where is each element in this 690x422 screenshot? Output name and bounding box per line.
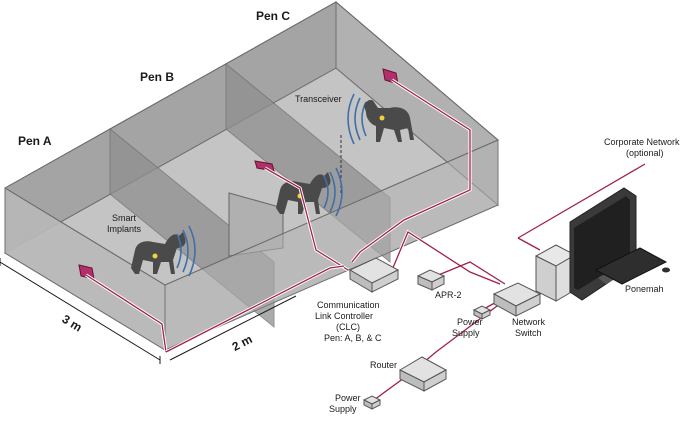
- cable-apr-switch: [435, 261, 506, 285]
- keyboard-icon: [594, 247, 668, 285]
- pen-b-label: Pen B: [140, 70, 174, 84]
- cable-pen-a: [85, 274, 167, 353]
- clc-label-3: (CLC): [336, 322, 360, 332]
- signal-waves-icon: [176, 225, 196, 277]
- signal-waves-icon: [323, 167, 343, 217]
- dog-pen-c: [347, 93, 414, 145]
- cable-ps2: [373, 377, 405, 401]
- pen-enclosure: [4, 0, 499, 351]
- smart-implant-dot: [379, 115, 385, 121]
- clc-label-1: Communication: [317, 300, 380, 310]
- dimension-2m: [169, 295, 297, 361]
- power-supply-2-device: [362, 395, 382, 410]
- network-switch-label-1: Network: [512, 317, 546, 327]
- cable-pen-b: [264, 167, 349, 271]
- ponemah-label: Ponemah: [625, 284, 664, 294]
- cable-clc-switch: [391, 231, 501, 285]
- pen-c-label: Pen C: [256, 9, 290, 23]
- apr-2-label: APR-2: [435, 290, 462, 300]
- smart-implants-label-2: Implants: [107, 224, 142, 234]
- corporate-network-label-1: Corporate Network: [604, 137, 680, 147]
- dog-icon: [364, 99, 414, 142]
- power-supply-2-label-2: Supply: [329, 404, 357, 414]
- mouse-icon: [662, 267, 670, 273]
- clc-device: [348, 257, 400, 293]
- router-label: Router: [370, 360, 397, 370]
- cable-corporate: [517, 163, 646, 239]
- apr-2-device: [416, 269, 446, 291]
- pen-a-label: Pen A: [18, 134, 52, 148]
- cables: [85, 78, 646, 401]
- transceiver-label: Transceiver: [295, 94, 342, 104]
- smart-implants-label-1: Smart: [112, 213, 137, 223]
- cable-pen-a-run: [165, 265, 345, 353]
- network-switch-device: [492, 282, 542, 317]
- dog-pen-a: [131, 225, 196, 277]
- ponemah-computer: [534, 187, 670, 302]
- power-supply-1-label-2: Supply: [452, 328, 480, 338]
- power-supply-1-label-1: Power: [457, 317, 483, 327]
- dimension-2m-label: 2 m: [230, 332, 255, 354]
- corporate-network-label-2: (optional): [626, 148, 664, 158]
- cable-corporate-2: [517, 237, 541, 251]
- dimension-3m: [0, 258, 161, 364]
- transceiver-pen-b: [254, 160, 275, 172]
- clc-label-2: Link Controller: [315, 311, 373, 321]
- top-rim: [4, 1, 499, 286]
- router-device: [398, 356, 448, 392]
- smart-implant-dot: [152, 253, 158, 259]
- dog-icon: [131, 232, 186, 274]
- dimension-3m-label: 3 m: [60, 312, 85, 335]
- power-supply-1-device: [472, 305, 492, 320]
- cable-pen-c: [351, 79, 471, 263]
- power-supply-2-label-1: Power: [335, 393, 361, 403]
- network-switch-label-2: Switch: [515, 328, 542, 338]
- clc-label-4: Pen: A, B, & C: [324, 333, 382, 343]
